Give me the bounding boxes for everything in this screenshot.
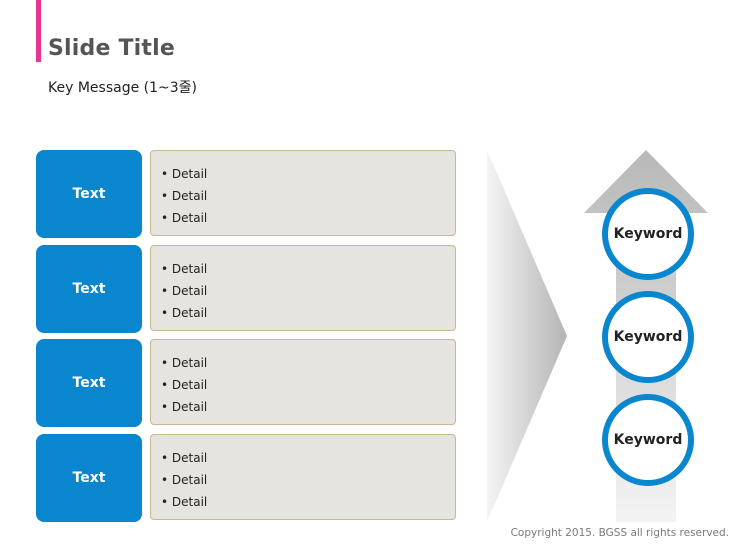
detail-item: Detail — [161, 163, 455, 185]
detail-item: Detail — [161, 447, 455, 469]
content-row-2: Text Detail Detail Detail — [36, 245, 458, 333]
detail-item: Detail — [161, 374, 455, 396]
detail-item: Detail — [161, 207, 455, 229]
detail-item: Detail — [161, 258, 455, 280]
content-row-3: Text Detail Detail Detail — [36, 339, 458, 427]
detail-item: Detail — [161, 185, 455, 207]
key-message: Key Message (1~3줄) — [48, 80, 197, 96]
detail-item: Detail — [161, 396, 455, 418]
content-row-1: Text Detail Detail Detail — [36, 150, 458, 238]
text-box-label: Text — [72, 281, 106, 297]
detail-box: Detail Detail Detail — [150, 150, 456, 236]
text-box: Text — [36, 245, 142, 333]
text-box: Text — [36, 339, 142, 427]
text-box: Text — [36, 150, 142, 238]
keyword-label: Keyword — [613, 329, 683, 345]
slide-title: Slide Title — [48, 36, 175, 61]
keyword-circle-3: Keyword — [602, 394, 694, 486]
copyright-text: Copyright 2015. BGSS all rights reserved… — [510, 527, 729, 539]
keyword-circle-2: Keyword — [602, 291, 694, 383]
content-row-4: Text Detail Detail Detail — [36, 434, 458, 522]
keyword-label: Keyword — [613, 432, 683, 448]
text-box-label: Text — [72, 470, 106, 486]
text-box-label: Text — [72, 375, 106, 391]
text-box-label: Text — [72, 186, 106, 202]
keyword-label: Keyword — [613, 226, 683, 242]
detail-box: Detail Detail Detail — [150, 434, 456, 520]
detail-box: Detail Detail Detail — [150, 339, 456, 425]
detail-item: Detail — [161, 280, 455, 302]
detail-item: Detail — [161, 469, 455, 491]
title-accent-bar — [36, 0, 41, 62]
chevron-right-arrow — [487, 150, 567, 522]
keyword-circle-1: Keyword — [602, 188, 694, 280]
detail-box: Detail Detail Detail — [150, 245, 456, 331]
detail-item: Detail — [161, 491, 455, 513]
detail-item: Detail — [161, 302, 455, 324]
text-box: Text — [36, 434, 142, 522]
detail-item: Detail — [161, 352, 455, 374]
